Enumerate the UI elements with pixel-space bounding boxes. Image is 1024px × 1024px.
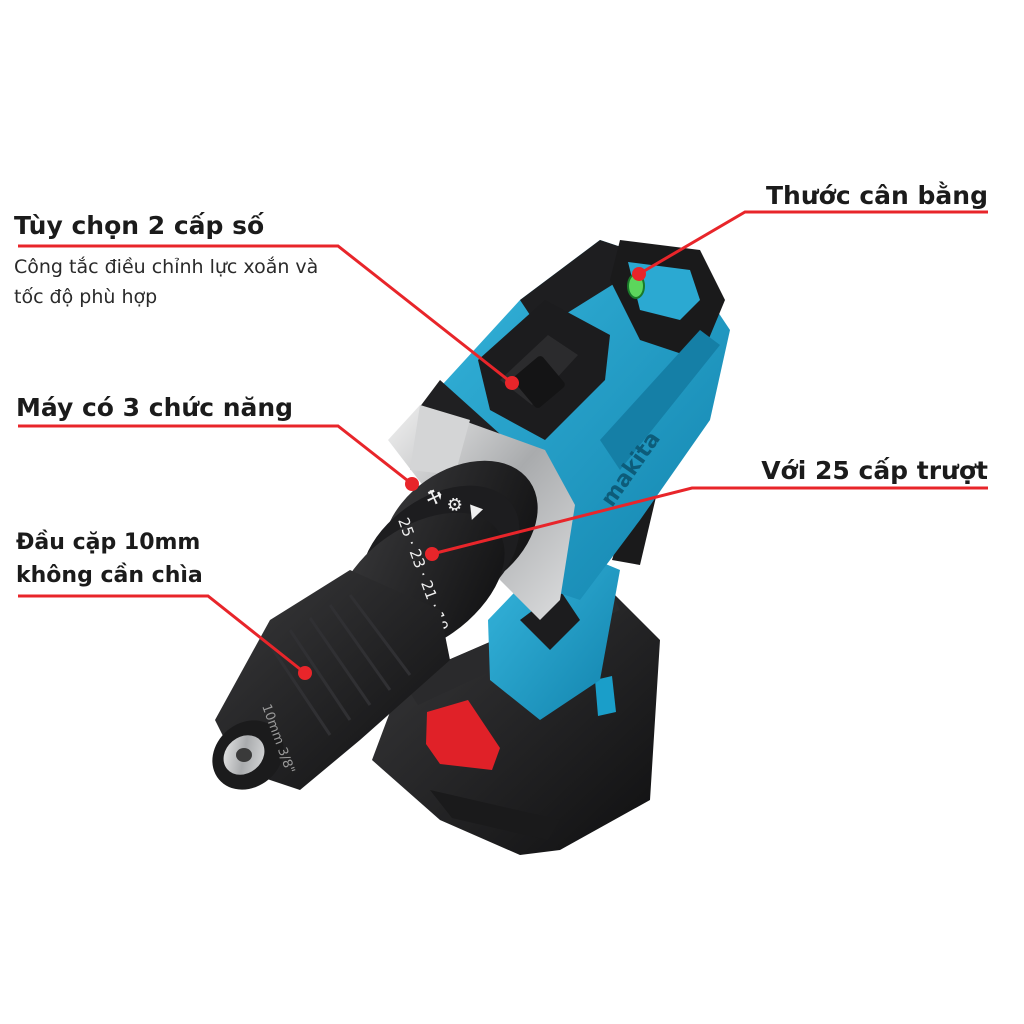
gear-option-title: Tùy chọn 2 cấp số	[14, 211, 265, 240]
clutch-ring-assembly: ⚒ ⚙ ▼ 25 · 23 · 21 · 19	[335, 460, 538, 658]
clutch-settings-title: Với 25 cấp trượt	[761, 456, 988, 485]
chuck-title-line2: không cần chìa	[16, 563, 203, 588]
keyless-chuck: 10mm 3/8"	[212, 570, 450, 790]
leader-clutch	[431, 486, 988, 556]
leader-level	[638, 210, 988, 276]
spirit-level-title: Thước cân bằng	[766, 181, 988, 210]
three-functions-title: Máy có 3 chức năng	[16, 393, 294, 422]
leader-chuck	[18, 594, 306, 675]
battery-release-button	[426, 700, 500, 770]
callout-dot-gear	[505, 376, 519, 390]
callout-lines	[18, 210, 988, 675]
callout-dot-chuck	[298, 666, 312, 680]
chuck-title-line1: Đầu cặp 10mm	[16, 530, 201, 555]
callout-dot-functions	[405, 477, 419, 491]
leader-functions	[18, 424, 413, 486]
gear-selector-switch	[513, 356, 565, 408]
callout-dot-level	[632, 267, 646, 281]
gear-option-desc-line1: Công tắc điều chỉnh lực xoắn và	[14, 256, 319, 278]
leader-gear	[18, 244, 513, 385]
gear-option-desc-line2: tốc độ phù hợp	[14, 286, 158, 308]
callout-dot-clutch	[425, 547, 439, 561]
